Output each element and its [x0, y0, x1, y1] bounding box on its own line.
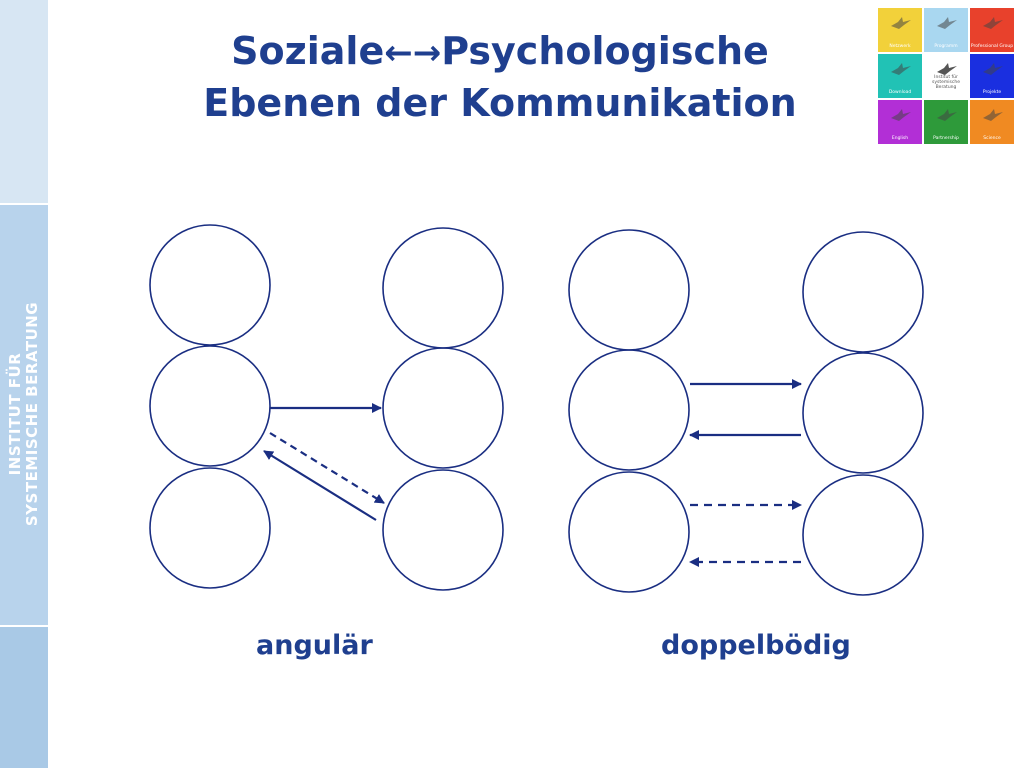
angular-sender-social-circle: [149, 224, 271, 346]
angular-receiver-middle-circle: [382, 347, 504, 469]
bird-icon: [983, 17, 1003, 29]
logo-tile-label: Projekte: [982, 90, 1002, 95]
bird-icon: [891, 17, 911, 29]
double-receiver-middle-circle: [802, 352, 924, 474]
bird-icon: [891, 109, 911, 121]
bird-icon: [983, 109, 1003, 121]
logo-tile-label: Netzwerk: [889, 44, 911, 49]
bird-icon: [937, 17, 957, 29]
title-part-2: Psychologische: [441, 29, 769, 73]
logo-tile-label: Professional Group: [970, 44, 1014, 49]
logo-tile-label: Science: [983, 136, 1001, 141]
sidebar-top-panel: [0, 0, 48, 205]
logo-tile-label: English: [891, 136, 909, 141]
logo-tile-partnership[interactable]: Partnership: [924, 100, 968, 144]
logo-tile-programm[interactable]: Programm: [924, 8, 968, 52]
logo-tile-science[interactable]: Science: [970, 100, 1014, 144]
logo-tile-label: Programm: [934, 44, 958, 49]
title-line-2: Ebenen der Kommunikation: [203, 81, 797, 125]
logo-tile-projekte[interactable]: Projekte: [970, 54, 1014, 98]
logo-tile-english[interactable]: English: [878, 100, 922, 144]
sidebar-middle-panel: [0, 205, 48, 627]
logo-tile-label: Partnership: [933, 136, 959, 141]
double-receiver-psychological-circle: [802, 474, 924, 596]
title-line-1: Soziale←→Psychologische: [140, 26, 860, 78]
caption-angular: angulär: [256, 630, 373, 661]
slide-title: Soziale←→Psychologische Ebenen der Kommu…: [140, 26, 860, 128]
angular-receiver-social-circle: [382, 227, 504, 349]
angular-sender-psychological-circle: [149, 467, 271, 589]
sidebar-bottom-panel: [0, 627, 48, 768]
double-sender-psychological-circle: [568, 471, 690, 593]
logo-tile-netzwerk[interactable]: Netzwerk: [878, 8, 922, 52]
caption-double-bottomed: doppelbödig: [661, 630, 851, 661]
bird-icon: [937, 109, 957, 121]
title-part-1: Soziale: [231, 29, 385, 73]
double-arrow-icon: ←→: [384, 33, 442, 73]
angular-receiver-psychological-circle: [382, 469, 504, 591]
logo-tile-professional-group[interactable]: Professional Group: [970, 8, 1014, 52]
sidebar: INSTITUT FÜR SYSTEMISCHE BERATUNG: [0, 0, 48, 768]
double-sender-social-circle: [568, 229, 690, 351]
bird-icon: [937, 63, 957, 75]
bird-icon: [983, 63, 1003, 75]
angular-hidden-response-arrow: [263, 450, 377, 521]
double-sender-middle-circle: [568, 349, 690, 471]
double-receiver-social-circle: [802, 231, 924, 353]
logo-tile-download[interactable]: Download: [878, 54, 922, 98]
logo-tile-label: Institut für systemische Beratung: [932, 75, 960, 90]
logo-tile-label: Download: [888, 90, 912, 95]
angular-hidden-message-arrow: [269, 432, 385, 504]
angular-sender-middle-circle: [149, 345, 271, 467]
bird-icon: [891, 63, 911, 75]
logo-tile-institut-f-r-systemische-beratung[interactable]: Institut für systemische Beratung: [924, 54, 968, 98]
